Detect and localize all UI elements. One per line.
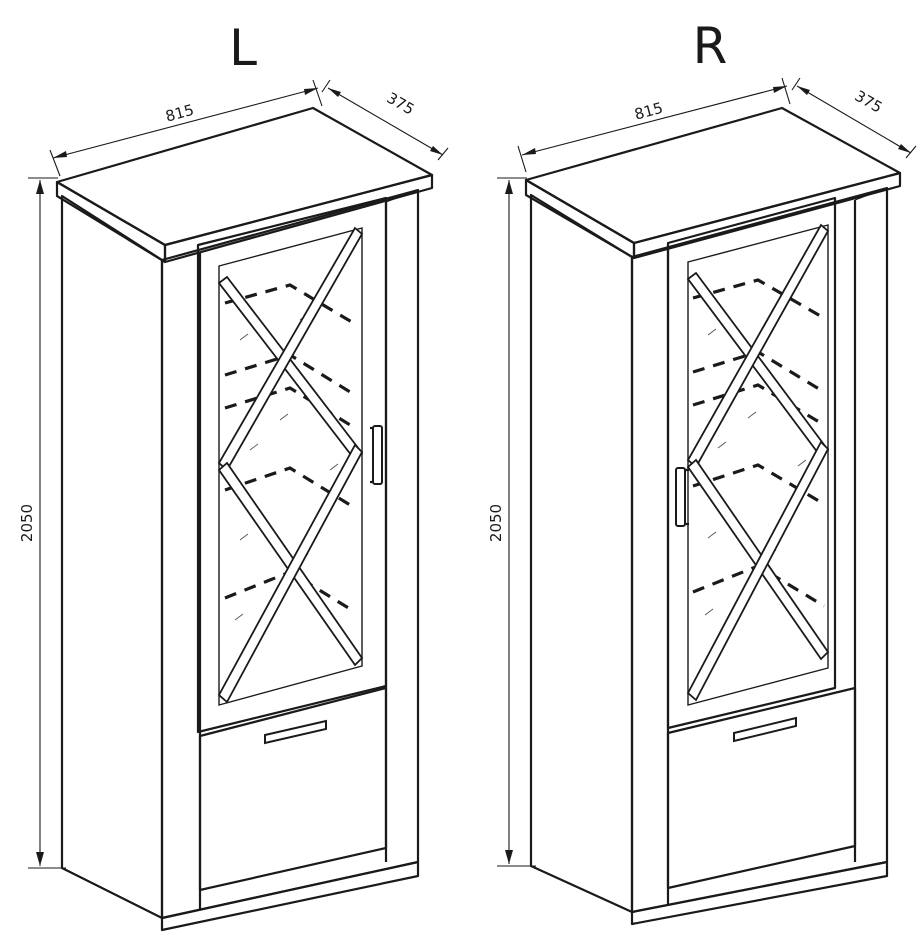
plinth-left [160,860,420,932]
variant-label-left: L [229,19,257,77]
variant-label-right: R [693,17,728,75]
side-panel-right [529,193,634,914]
height-dimension-right: 2050 [487,177,536,867]
depth-label-left: 375 [384,89,418,119]
width-dimension-left: 815 [49,79,323,177]
width-dimension-right: 815 [517,77,791,173]
glass-door-right [666,196,837,730]
cabinet-right: R 815 375 2050 [487,17,917,926]
plinth-right [630,860,889,926]
drawer-left [198,686,388,892]
cabinet-left: L 815 375 2050 [18,19,449,932]
side-panel-left [60,194,164,920]
door-handle-right [675,467,686,527]
drawer-right [666,686,857,890]
door-handle-left [372,425,383,485]
lattice-left [217,226,364,704]
width-label-right: 815 [633,99,665,124]
drawer-handle-right [733,716,797,743]
depth-label-right: 375 [852,87,886,117]
height-dimension-left: 2050 [18,177,66,869]
glass-door-left [196,196,388,734]
height-label-left: 2050 [18,504,36,542]
height-label-right: 2050 [487,504,505,542]
lattice-right [686,223,830,702]
drawer-handle-left [264,719,327,745]
depth-dimension-right: 375 [791,77,917,159]
